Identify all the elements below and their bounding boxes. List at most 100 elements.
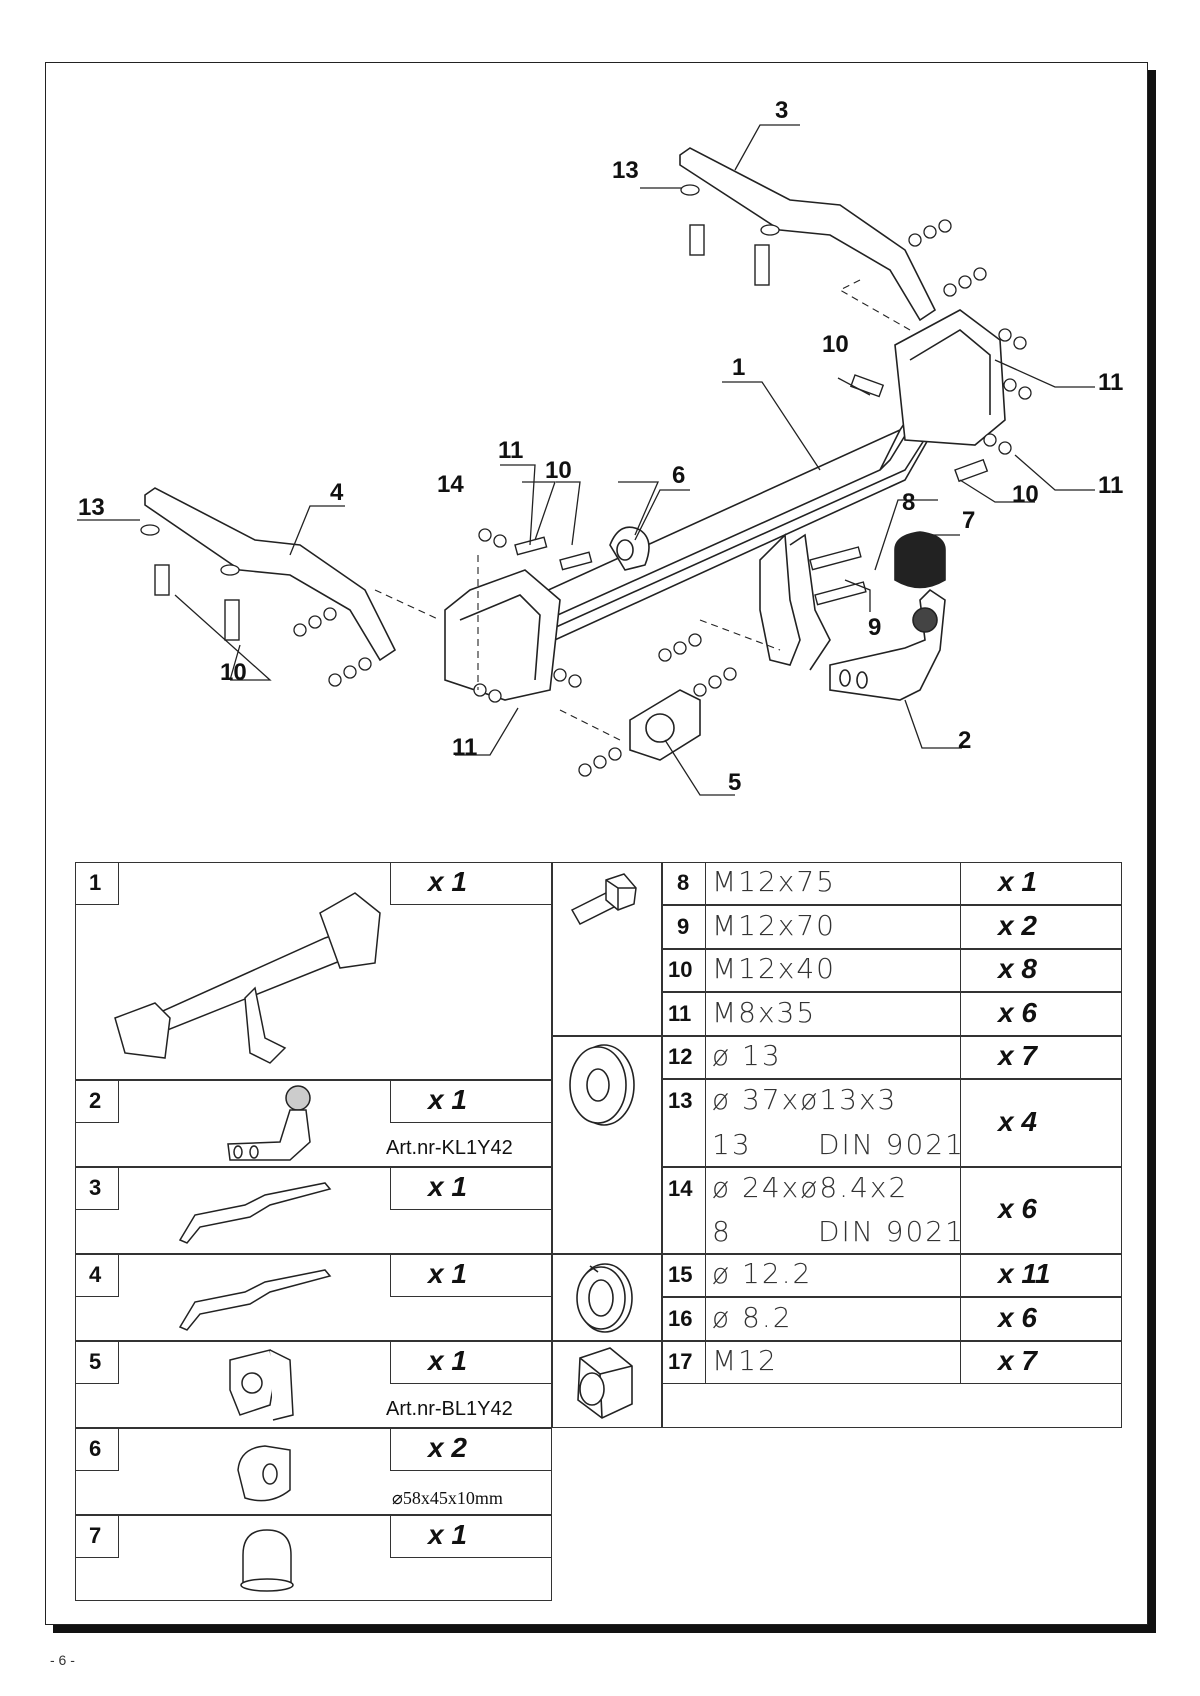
- spec-standard-num-13: 13: [712, 1128, 752, 1161]
- part-illustration-rubber: [237, 1445, 291, 1502]
- spec-number-14: 14: [668, 1176, 693, 1201]
- spec-qty-13: x 4: [998, 1106, 1037, 1137]
- callout-4: 4: [330, 479, 344, 506]
- spec-number-10: 10: [668, 957, 693, 982]
- part-qty-5: x 1: [428, 1345, 467, 1376]
- part-number-3: 3: [89, 1175, 102, 1200]
- callout-7: 7: [962, 507, 975, 534]
- spec-standard-13: DIN 9021: [818, 1128, 965, 1161]
- spec-number-12: 12: [668, 1044, 693, 1069]
- spec-value-9: M12x70: [712, 909, 836, 942]
- side-arm-part-3: [679, 147, 937, 322]
- spec-qty-box-13: [960, 1079, 1122, 1167]
- spec-num-box-16: [662, 1297, 706, 1341]
- spec-qty-box-11: [960, 992, 1122, 1036]
- spec-num-box-11: [662, 992, 706, 1036]
- part-qty-7: x 1: [428, 1519, 467, 1550]
- part-article-2: Art.nr-KL1Y42: [386, 1137, 513, 1159]
- spec-qty-8: x 1: [998, 866, 1037, 897]
- spec-value-12: ø 13: [712, 1039, 782, 1072]
- exploded-assembly-diagram: 3 13 10 1 11 11 10 11 10 14 6 8 7 4 13 9…: [77, 97, 1123, 796]
- part-qty-box-5: [390, 1341, 552, 1384]
- part-dimension-6: ⌀58x45x10mm: [392, 1488, 503, 1508]
- washers-and-nuts: [140, 184, 1032, 777]
- part-qty-3: x 1: [428, 1171, 467, 1202]
- part-illustration-arm-3: [178, 1182, 332, 1244]
- callout-10-b: 10: [1012, 481, 1039, 508]
- part-number-4: 4: [89, 1262, 102, 1287]
- callout-11-c: 11: [498, 437, 523, 464]
- callout-11-b: 11: [1098, 472, 1123, 499]
- rubber-part-6: [609, 526, 650, 571]
- assembly-guide-lines: [374, 279, 911, 741]
- spec-qty-box-9: [960, 905, 1122, 949]
- socket-plate-part-5: [629, 689, 701, 761]
- spec-qty-17: x 7: [998, 1345, 1037, 1376]
- spec-qty-9: x 2: [998, 910, 1037, 941]
- spec-value-14: ø 24xø8.4x2: [712, 1171, 909, 1204]
- spec-qty-box-15: [960, 1254, 1122, 1297]
- spec-num-box-9: [662, 905, 706, 949]
- spec-qty-box-17: [960, 1341, 1122, 1384]
- spec-qty-box-12: [960, 1036, 1122, 1079]
- sheet-shadow-bottom: [53, 1625, 1156, 1633]
- part-qty-6: x 2: [428, 1432, 467, 1463]
- spec-value-10: M12x40: [712, 952, 836, 985]
- sheet-shadow-right: [1148, 70, 1156, 1633]
- spec-num-box-13: [662, 1079, 706, 1167]
- spec-qty-15: x 11: [998, 1258, 1051, 1289]
- callout-2: 2: [958, 727, 971, 754]
- part-illustration-socket-plate: [229, 1349, 294, 1421]
- spec-num-box-10: [662, 949, 706, 992]
- part-qty-box-2: [390, 1080, 552, 1123]
- part-qty-box-7: [390, 1515, 552, 1558]
- spec-num-box-17: [662, 1341, 706, 1384]
- part-qty-4: x 1: [428, 1258, 467, 1289]
- spec-num-box-15: [662, 1254, 706, 1297]
- callout-10-c: 10: [545, 457, 572, 484]
- spec-standard-14: DIN 9021: [818, 1215, 965, 1248]
- callout-10-d: 10: [220, 659, 247, 686]
- spec-number-9: 9: [677, 914, 690, 939]
- part-article-5: Art.nr-BL1Y42: [386, 1398, 513, 1420]
- part-illustration-arm-4: [178, 1269, 332, 1331]
- part-number-7: 7: [89, 1523, 102, 1548]
- side-arm-part-4: [144, 487, 397, 662]
- callout-13-top: 13: [612, 157, 639, 184]
- part-num-box-5: [75, 1341, 119, 1384]
- spec-number-13: 13: [668, 1088, 693, 1113]
- spec-value-13: ø 37xø13x3: [712, 1083, 898, 1116]
- spec-num-box-12: [662, 1036, 706, 1079]
- spec-standard-num-14: 8: [712, 1215, 732, 1248]
- spec-qty-box-16: [960, 1297, 1122, 1341]
- tow-ball-tongue-part-2: [829, 588, 946, 701]
- spec-value-15: ø 12.2: [712, 1257, 813, 1290]
- page-number: - 6 -: [50, 1652, 75, 1668]
- tongue-mount-plate: [759, 533, 801, 666]
- part-qty-box-1: [390, 862, 552, 905]
- callout-10-a: 10: [822, 331, 849, 358]
- bolts-group: [154, 224, 989, 641]
- spec-number-15: 15: [668, 1262, 693, 1287]
- bracket-left: [444, 569, 561, 701]
- nut-icon: [577, 1347, 633, 1419]
- part-qty-box-6: [390, 1428, 552, 1471]
- spec-value-17: M12: [712, 1344, 778, 1377]
- part-num-box-2: [75, 1080, 119, 1123]
- callout-leaders: [77, 124, 1095, 796]
- spec-qty-10: x 8: [998, 953, 1037, 984]
- spec-qty-box-14: [960, 1167, 1122, 1254]
- bracket-right: [894, 309, 1006, 446]
- spec-value-8: M12x75: [712, 865, 836, 898]
- callout-6: 6: [672, 462, 685, 489]
- part-num-box-4: [75, 1254, 119, 1297]
- spec-number-16: 16: [668, 1306, 693, 1331]
- part-qty-box-3: [390, 1167, 552, 1210]
- callout-1: 1: [732, 354, 745, 381]
- bolt-icon: [570, 873, 637, 925]
- part-num-box-1: [75, 862, 119, 905]
- ball-cap-part-7: [894, 531, 946, 589]
- spec-qty-16: x 6: [998, 1302, 1037, 1333]
- spec-value-16: ø 8.2: [712, 1301, 793, 1334]
- part-illustration-tow-ball: [227, 1085, 311, 1161]
